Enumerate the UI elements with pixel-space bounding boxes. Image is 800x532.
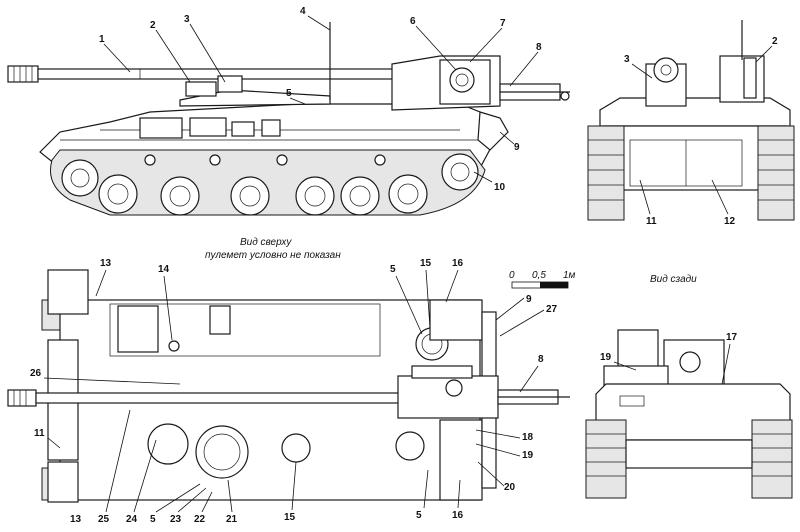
callout-top-14: 14: [158, 264, 170, 275]
callout-top-16b: 16: [452, 510, 464, 521]
callout-top-5b: 5: [150, 514, 156, 525]
scale-tick-half: 0,5: [532, 270, 546, 281]
callout-front-2: 2: [772, 36, 778, 47]
callout-top-24: 24: [126, 514, 138, 525]
top-callouts: 13 14 5 15 16 9 27 8 26 11 18 19 20 13 2…: [30, 258, 558, 525]
callout-top-16a: 16: [452, 258, 464, 269]
callout-top-13a: 13: [100, 258, 112, 269]
callout-9: 9: [514, 142, 520, 153]
top-view-note: пулемет условно не показан: [205, 250, 341, 261]
rear-view-title: Вид сзади: [650, 274, 697, 285]
callout-top-25: 25: [98, 514, 110, 525]
callout-4: 4: [300, 6, 306, 17]
callout-top-15a: 15: [420, 258, 432, 269]
front-callouts: 3 2 11 12: [624, 36, 778, 227]
callout-5: 5: [286, 88, 292, 99]
side-callouts: 1 2 3 4 5 6 7 8 9 10: [99, 6, 542, 193]
rear-view: [585, 329, 793, 499]
scale-tick-0: 0: [509, 270, 515, 281]
top-view: [7, 269, 570, 503]
callout-front-3: 3: [624, 54, 630, 65]
callout-top-19: 19: [522, 450, 534, 461]
callout-top-21: 21: [226, 514, 238, 525]
callout-top-26: 26: [30, 368, 42, 379]
callout-2: 2: [150, 20, 156, 31]
callout-front-11: 11: [646, 216, 657, 227]
callout-front-12: 12: [724, 216, 736, 227]
callout-top-5c: 5: [416, 510, 422, 521]
callout-1: 1: [99, 34, 105, 45]
callout-7: 7: [500, 18, 506, 29]
callout-8: 8: [536, 42, 542, 53]
callout-top-15b: 15: [284, 512, 296, 523]
top-view-title: Вид сверху: [240, 237, 292, 248]
callout-top-23: 23: [170, 514, 182, 525]
callout-rear-19: 19: [600, 352, 612, 363]
callout-top-18: 18: [522, 432, 534, 443]
callout-10: 10: [494, 182, 506, 193]
callout-rear-17: 17: [726, 332, 738, 343]
callout-top-22: 22: [194, 514, 206, 525]
scale-tick-1m: 1м: [563, 270, 576, 281]
callout-3: 3: [184, 14, 190, 25]
front-view: [587, 20, 795, 221]
callout-top-13b: 13: [70, 514, 82, 525]
scale-bar: 0 0,5 1м: [509, 270, 576, 289]
callout-top-9: 9: [526, 294, 532, 305]
side-view: [7, 22, 570, 216]
side-barrel: [7, 65, 399, 83]
callout-top-5a: 5: [390, 264, 396, 275]
callout-top-20: 20: [504, 482, 516, 493]
callout-top-11: 11: [34, 428, 45, 439]
callout-6: 6: [410, 16, 416, 27]
side-road-wheels: [61, 153, 479, 216]
callout-top-8: 8: [538, 354, 544, 365]
rear-callouts: 17 19: [600, 332, 738, 385]
callout-top-27: 27: [546, 304, 558, 315]
